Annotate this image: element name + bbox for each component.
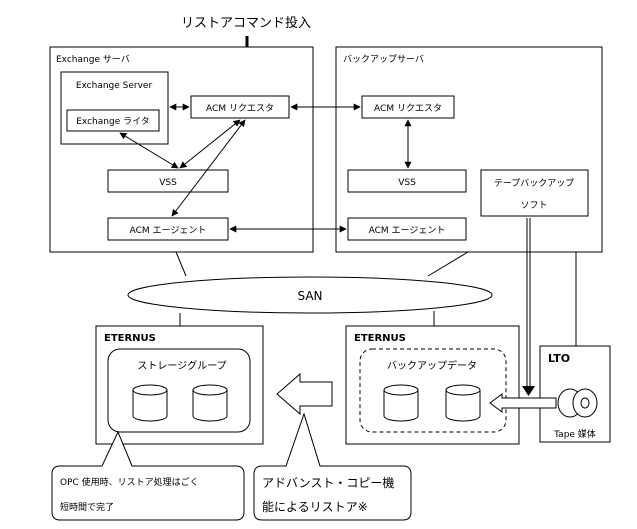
backup-data-disk-2 bbox=[445, 384, 481, 422]
restore-command-label: リストアコマンド投入 bbox=[181, 15, 311, 31]
tape-backup-software-box bbox=[480, 169, 589, 217]
tape-backup-software-line2: ソフト bbox=[520, 201, 547, 211]
callout-left-line2: 短時間で完了 bbox=[60, 501, 114, 513]
tape-reel-icon bbox=[557, 388, 598, 418]
storage-group-disk-2 bbox=[192, 384, 228, 422]
lto-title: LTO bbox=[548, 352, 570, 365]
acm-agent-left-box bbox=[107, 217, 229, 241]
backup-server-box-title: バックアップサーバ bbox=[343, 54, 424, 65]
backup-san-link bbox=[427, 251, 469, 277]
tape-software-down-arrowhead bbox=[522, 386, 535, 396]
callout-right-bubble bbox=[253, 412, 412, 521]
san-label: SAN bbox=[297, 289, 322, 303]
backup-data-label: バックアップデータ bbox=[387, 359, 477, 372]
callout-left-line1: OPC 使用時、リストア処理はごく bbox=[60, 476, 199, 488]
storage-group-disk-1 bbox=[132, 384, 168, 422]
vss-left-label: VSS bbox=[159, 178, 177, 188]
acm-agent-left-label: ACM エージェント bbox=[130, 226, 207, 236]
restore-direction-arrow bbox=[276, 372, 333, 416]
exchange-server-inner-box bbox=[60, 71, 169, 145]
san-ellipse bbox=[127, 276, 493, 314]
backup-data-disk-1 bbox=[383, 384, 419, 422]
callout-left-bubble bbox=[51, 430, 245, 521]
vss-right-box bbox=[347, 169, 467, 193]
exchange-writer-label: Exchange ライタ bbox=[76, 116, 149, 127]
acm-requester-left-label: ACM リクエスタ bbox=[206, 103, 274, 114]
acm-requester-left-box bbox=[190, 95, 290, 119]
exchange-server-inner-title: Exchange Server bbox=[76, 81, 153, 91]
acm-agent-right-box bbox=[347, 217, 467, 241]
vss-right-label: VSS bbox=[398, 178, 416, 188]
acm-requester-right-box bbox=[361, 95, 455, 119]
requester-agent-arrow bbox=[171, 119, 246, 217]
acm-agent-right-label: ACM エージェント bbox=[369, 226, 446, 236]
exchange-san-link bbox=[175, 251, 187, 277]
eternus-left-title: ETERNUS bbox=[104, 333, 156, 344]
tape-media-label: Tape 媒体 bbox=[553, 428, 596, 440]
tape-backup-software-line1: テープバックアップ bbox=[494, 178, 574, 189]
callout-right-line2: 能によるリストア※ bbox=[262, 500, 368, 514]
eternus-right-title: ETERNUS bbox=[354, 333, 406, 344]
callout-right-line1: アドバンスト・コピー機 bbox=[262, 475, 394, 490]
exchange-server-box-title: Exchange サーバ bbox=[56, 54, 130, 65]
exchange-writer-box bbox=[66, 109, 160, 132]
storage-group-label: ストレージグループ bbox=[137, 359, 226, 372]
acm-requester-right-label: ACM リクエスタ bbox=[374, 103, 442, 114]
writer-vss-arrow bbox=[119, 132, 179, 169]
lto-restore-arrow bbox=[489, 393, 557, 413]
